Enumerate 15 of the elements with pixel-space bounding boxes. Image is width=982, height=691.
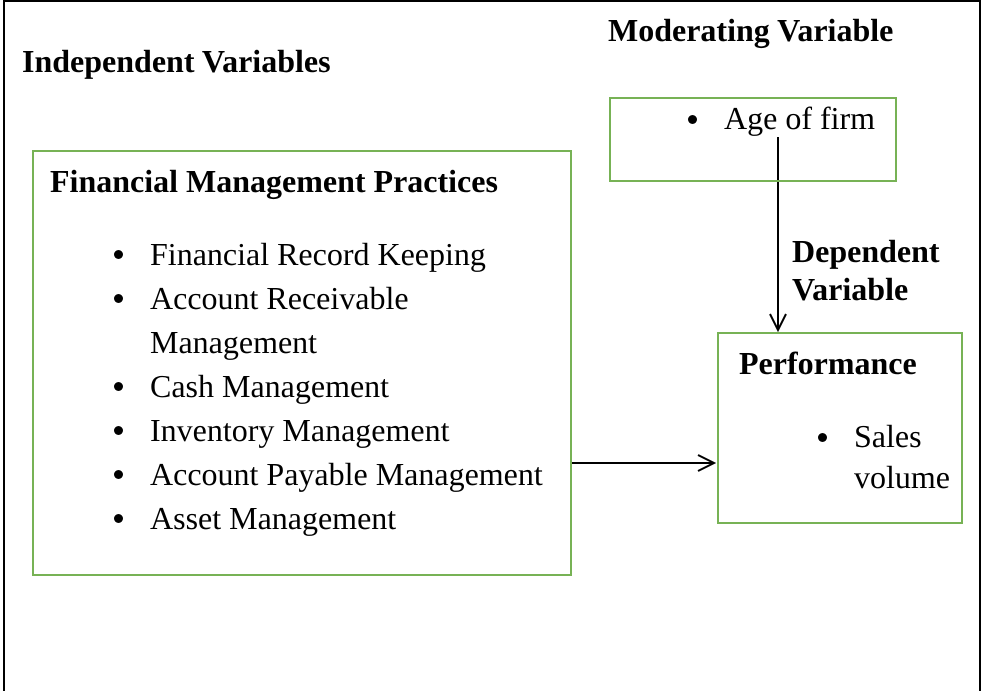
list-item: Account Payable Management bbox=[150, 455, 543, 494]
list-item: Financial Record Keeping bbox=[150, 235, 486, 274]
list-item: Age of firm bbox=[724, 99, 876, 138]
section-heading: Dependent Variable bbox=[792, 232, 941, 309]
box-heading: Financial Management Practices bbox=[50, 162, 498, 200]
list-item: Cash Management bbox=[150, 367, 390, 406]
arrow bbox=[769, 137, 787, 331]
list-item: Sales volume bbox=[854, 417, 951, 497]
list-item: Account Receivable Management bbox=[150, 279, 410, 362]
arrow bbox=[572, 454, 715, 472]
box-heading: Performance bbox=[739, 344, 917, 382]
list-item: Inventory Management bbox=[150, 411, 450, 450]
list-item: Asset Management bbox=[150, 499, 396, 538]
section-heading: Moderating Variable bbox=[608, 11, 894, 50]
section-heading: Independent Variables bbox=[22, 42, 331, 80]
